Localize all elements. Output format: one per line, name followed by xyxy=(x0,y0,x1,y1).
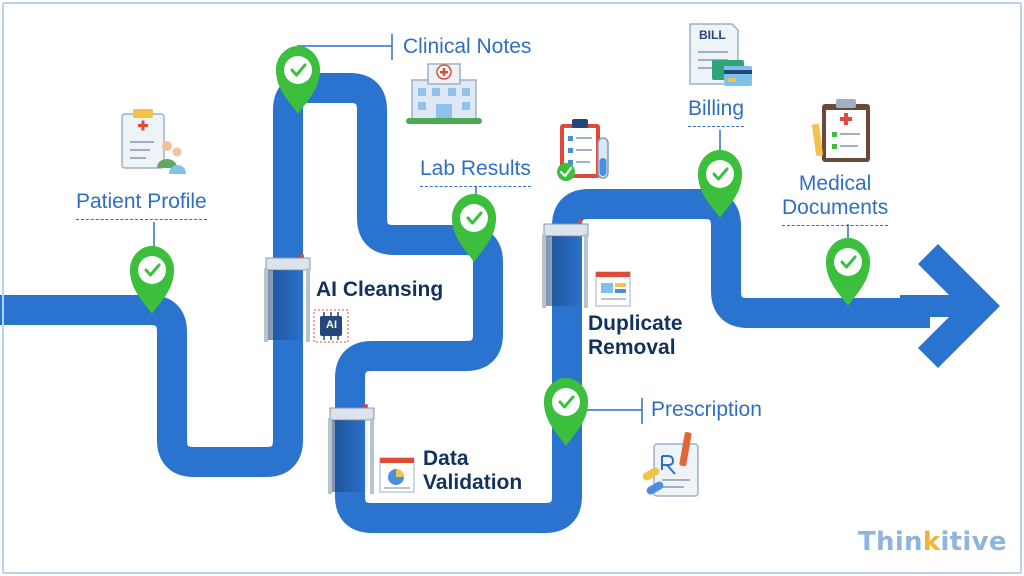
medical-documents-line-2: Documents xyxy=(782,196,889,220)
prescription-icon xyxy=(642,432,699,497)
milestone-label-medical-documents: Medical Documents xyxy=(782,172,889,227)
duplicate-window-icon xyxy=(595,271,631,307)
bill-icon xyxy=(689,23,752,86)
duplicate-removal-line-1: Duplicate xyxy=(588,312,683,335)
data-validation-line-1: Data xyxy=(423,447,469,470)
ai-chip-icon xyxy=(313,309,349,343)
milestone-label-lab-results: Lab Results xyxy=(420,157,531,188)
brand-prefix: Thin xyxy=(858,527,923,557)
data-validation-line-2: Validation xyxy=(423,471,523,495)
scanner-gate-icon xyxy=(264,254,311,342)
scanner-gate-icon xyxy=(542,220,589,308)
medical-documents-line-1: Medical xyxy=(798,172,872,195)
milestone-label-prescription: Prescription xyxy=(651,398,762,421)
stage-label-ai-cleansing: AI Cleansing xyxy=(316,278,444,301)
patient-clipboard-icon xyxy=(121,109,186,174)
milestone-label-patient-profile: Patient Profile xyxy=(76,190,207,221)
milestone-label-billing: Billing xyxy=(688,97,745,128)
duplicate-removal-line-2: Removal xyxy=(588,336,676,360)
hospital-icon xyxy=(406,63,482,124)
brand-accent-letter: k xyxy=(922,527,941,557)
chart-window-icon xyxy=(379,457,415,493)
arrowhead-icon xyxy=(918,244,1000,368)
brand-logo: Thinkitive xyxy=(858,527,1007,557)
bill-text: BILL xyxy=(699,28,726,42)
road-line xyxy=(0,73,930,533)
milestone-label-clinical-notes: Clinical Notes xyxy=(403,35,532,58)
arrowhead-shaft xyxy=(900,295,962,317)
stage-label-data-validation: Data Validation xyxy=(423,447,522,495)
lab-clipboard-icon xyxy=(557,119,609,181)
ai-chip-text: AI xyxy=(326,319,337,331)
brand-suffix: itive xyxy=(940,527,1007,557)
medical-document-icon xyxy=(812,99,870,162)
stage-label-duplicate-removal: Duplicate Removal xyxy=(588,312,683,360)
scanner-gate-icon xyxy=(328,404,375,494)
